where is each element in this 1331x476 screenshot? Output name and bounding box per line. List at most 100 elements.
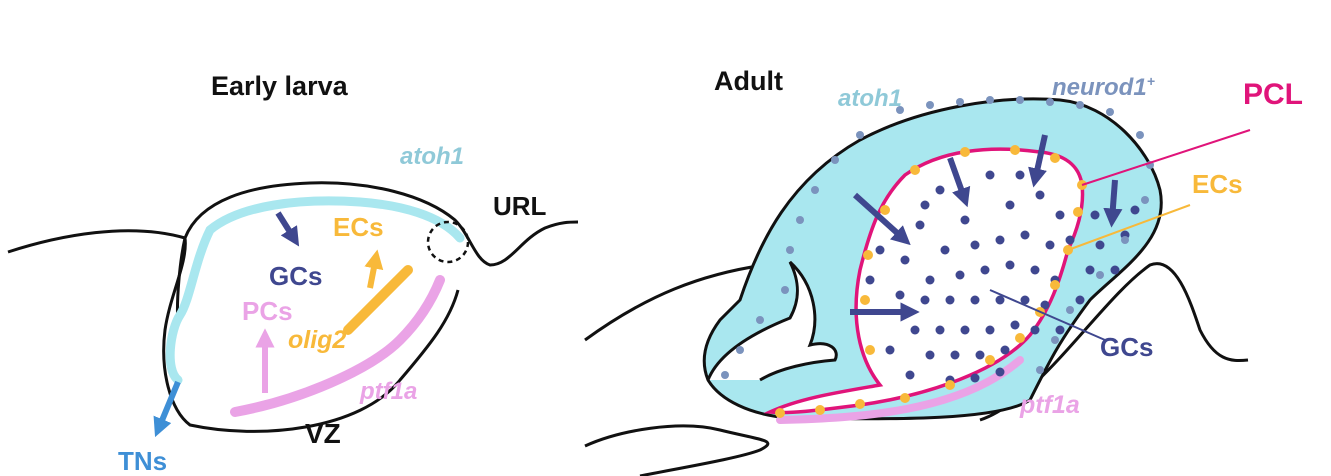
atoh1-label-left: atoh1 <box>400 145 464 169</box>
olig2-bar <box>348 270 408 330</box>
granule-cell-dot <box>946 296 955 305</box>
eurydendroid-cell-dot <box>1073 207 1083 217</box>
granule-cell-dot <box>961 326 970 335</box>
granule-cell-dot <box>976 351 985 360</box>
granule-cell-dot <box>911 326 920 335</box>
granule-cell-dot <box>971 374 980 383</box>
neurod1-cell-dot <box>856 131 864 139</box>
eurydendroid-cell-dot <box>1050 153 1060 163</box>
eurydendroid-cell-dot <box>960 147 970 157</box>
granule-cell-dot <box>986 326 995 335</box>
granule-cell-dot <box>916 221 925 230</box>
ec-arrow <box>370 257 376 288</box>
pcl-label: PCL <box>1243 80 1303 110</box>
granule-cell-dot <box>1001 346 1010 355</box>
neurod1-cell-dot <box>721 371 729 379</box>
eurydendroid-cell-dot <box>815 405 825 415</box>
vz-label: VZ <box>305 420 341 448</box>
olig2-label: olig2 <box>288 328 346 353</box>
eurydendroid-cell-dot <box>910 165 920 175</box>
early-larva-title: Early larva <box>211 73 348 100</box>
gcs-label-right: GCs <box>1100 334 1153 360</box>
granule-cell-dot <box>1031 266 1040 275</box>
url-label: URL <box>493 193 546 219</box>
neurod1-cell-dot <box>1136 131 1144 139</box>
granule-cell-dot <box>1056 211 1065 220</box>
granule-cell-dot <box>1056 326 1065 335</box>
granule-cell-dot <box>1131 206 1140 215</box>
eurydendroid-cell-dot <box>1015 333 1025 343</box>
granule-cell-dot <box>921 296 930 305</box>
eurydendroid-cell-dot <box>900 393 910 403</box>
granule-cell-dot <box>896 291 905 300</box>
granule-cell-dot <box>866 276 875 285</box>
neurod1-cell-dot <box>1076 101 1084 109</box>
granule-cell-dot <box>951 351 960 360</box>
granule-cell-dot <box>956 271 965 280</box>
granule-cell-dot <box>901 256 910 265</box>
eurydendroid-cell-dot <box>880 205 890 215</box>
gc-arrow <box>278 213 295 240</box>
granule-cell-dot <box>1111 266 1120 275</box>
neurod1-cell-dot <box>811 186 819 194</box>
adult-diagram <box>585 96 1250 476</box>
neurod1-cell-dot <box>1096 271 1104 279</box>
granule-cell-dot <box>971 241 980 250</box>
granule-cell-dot <box>1006 261 1015 270</box>
granule-cell-dot <box>1031 326 1040 335</box>
neurod1-text: neurod1 <box>1052 74 1147 101</box>
pcs-label: PCs <box>242 298 293 324</box>
eurydendroid-cell-dot <box>855 399 865 409</box>
neurod1-cell-dot <box>1036 366 1044 374</box>
granule-cell-dot <box>926 276 935 285</box>
granule-cell-dot <box>1096 241 1105 250</box>
granule-cell-dot <box>996 296 1005 305</box>
granule-cell-dot <box>1011 321 1020 330</box>
neurod1-cell-dot <box>786 246 794 254</box>
granule-cell-dot <box>981 266 990 275</box>
granule-cell-dot <box>996 368 1005 377</box>
granule-cell-dot <box>961 216 970 225</box>
gcs-label-left: GCs <box>269 263 322 289</box>
granule-cell-dot <box>1076 296 1085 305</box>
eurydendroid-cell-dot <box>1050 280 1060 290</box>
eurydendroid-cell-dot <box>775 408 785 418</box>
ecs-label-left: ECs <box>333 214 384 240</box>
granule-cell-dot <box>926 351 935 360</box>
neurod1-cell-dot <box>956 98 964 106</box>
eurydendroid-cell-dot <box>860 295 870 305</box>
granule-cell-dot <box>886 346 895 355</box>
neurod1-cell-dot <box>1106 108 1114 116</box>
granule-cell-dot <box>1016 171 1025 180</box>
ecs-label-right: ECs <box>1192 171 1243 197</box>
granule-cell-dot <box>921 201 930 210</box>
neurod1-label: neurod1+ <box>1052 74 1155 100</box>
granule-cell-dot <box>936 186 945 195</box>
neurod1-cell-dot <box>926 101 934 109</box>
granule-cell-dot <box>941 246 950 255</box>
neurod1-cell-dot <box>1051 336 1059 344</box>
neurod1-cell-dot <box>796 216 804 224</box>
granule-cell-dot <box>1086 266 1095 275</box>
granule-cell-dot <box>971 296 980 305</box>
eurydendroid-cell-dot <box>985 355 995 365</box>
granule-cell-dot <box>1046 241 1055 250</box>
eurydendroid-cell-dot <box>1010 145 1020 155</box>
neurod1-cell-dot <box>736 346 744 354</box>
neurod1-superscript: + <box>1147 73 1155 89</box>
neurod1-cell-dot <box>1016 96 1024 104</box>
granule-cell-dot <box>996 236 1005 245</box>
neurod1-cell-dot <box>1066 306 1074 314</box>
granule-cell-dot <box>1066 236 1075 245</box>
adult-gc-arrow-4 <box>1112 180 1115 220</box>
granule-cell-dot <box>1021 231 1030 240</box>
granule-cell-dot <box>906 371 915 380</box>
neurod1-cell-dot <box>1121 236 1129 244</box>
granule-cell-dot <box>986 171 995 180</box>
tns-label: TNs <box>118 448 167 474</box>
granule-cell-dot <box>936 326 945 335</box>
ptf1a-label-left: ptf1a <box>360 380 417 404</box>
adult-title: Adult <box>714 68 783 95</box>
granule-cell-dot <box>1091 211 1100 220</box>
